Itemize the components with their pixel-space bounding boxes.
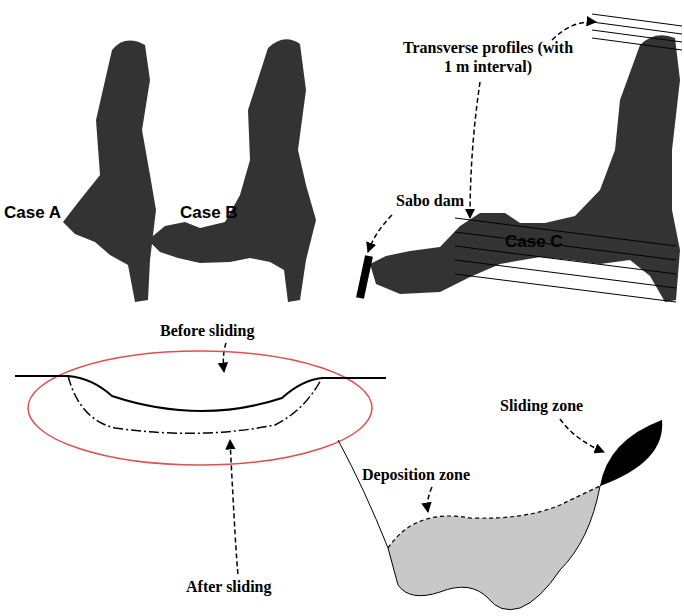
zoom-link — [338, 440, 388, 548]
callout-label: Before sliding — [160, 321, 254, 340]
before-sliding-line — [15, 376, 386, 411]
deposition-surface — [388, 486, 600, 548]
ground-line — [388, 420, 662, 610]
case-label: Case A — [4, 203, 61, 223]
case-b-shape — [148, 39, 316, 302]
sabo-dam — [360, 256, 369, 298]
callout-label: After sliding — [186, 577, 271, 596]
after-sliding-line — [68, 376, 322, 433]
deposition-zone — [388, 486, 600, 610]
callout-label: Transverse profiles (with 1 m interval) — [398, 38, 578, 76]
callout-label: Sabo dam — [396, 191, 464, 210]
zoom-ellipse — [28, 351, 372, 465]
callout-label: Deposition zone — [362, 465, 470, 484]
transverse-profiles-upper — [592, 14, 682, 50]
sliding-zone — [600, 420, 662, 486]
transverse-profiles-lower — [455, 218, 676, 302]
case-label: Case B — [180, 203, 238, 223]
callout-label: Sliding zone — [500, 396, 583, 415]
case-a-shape — [63, 41, 156, 302]
leader-arrows — [223, 22, 604, 574]
case-c-shape — [370, 35, 680, 302]
case-label: Case C — [505, 232, 563, 252]
